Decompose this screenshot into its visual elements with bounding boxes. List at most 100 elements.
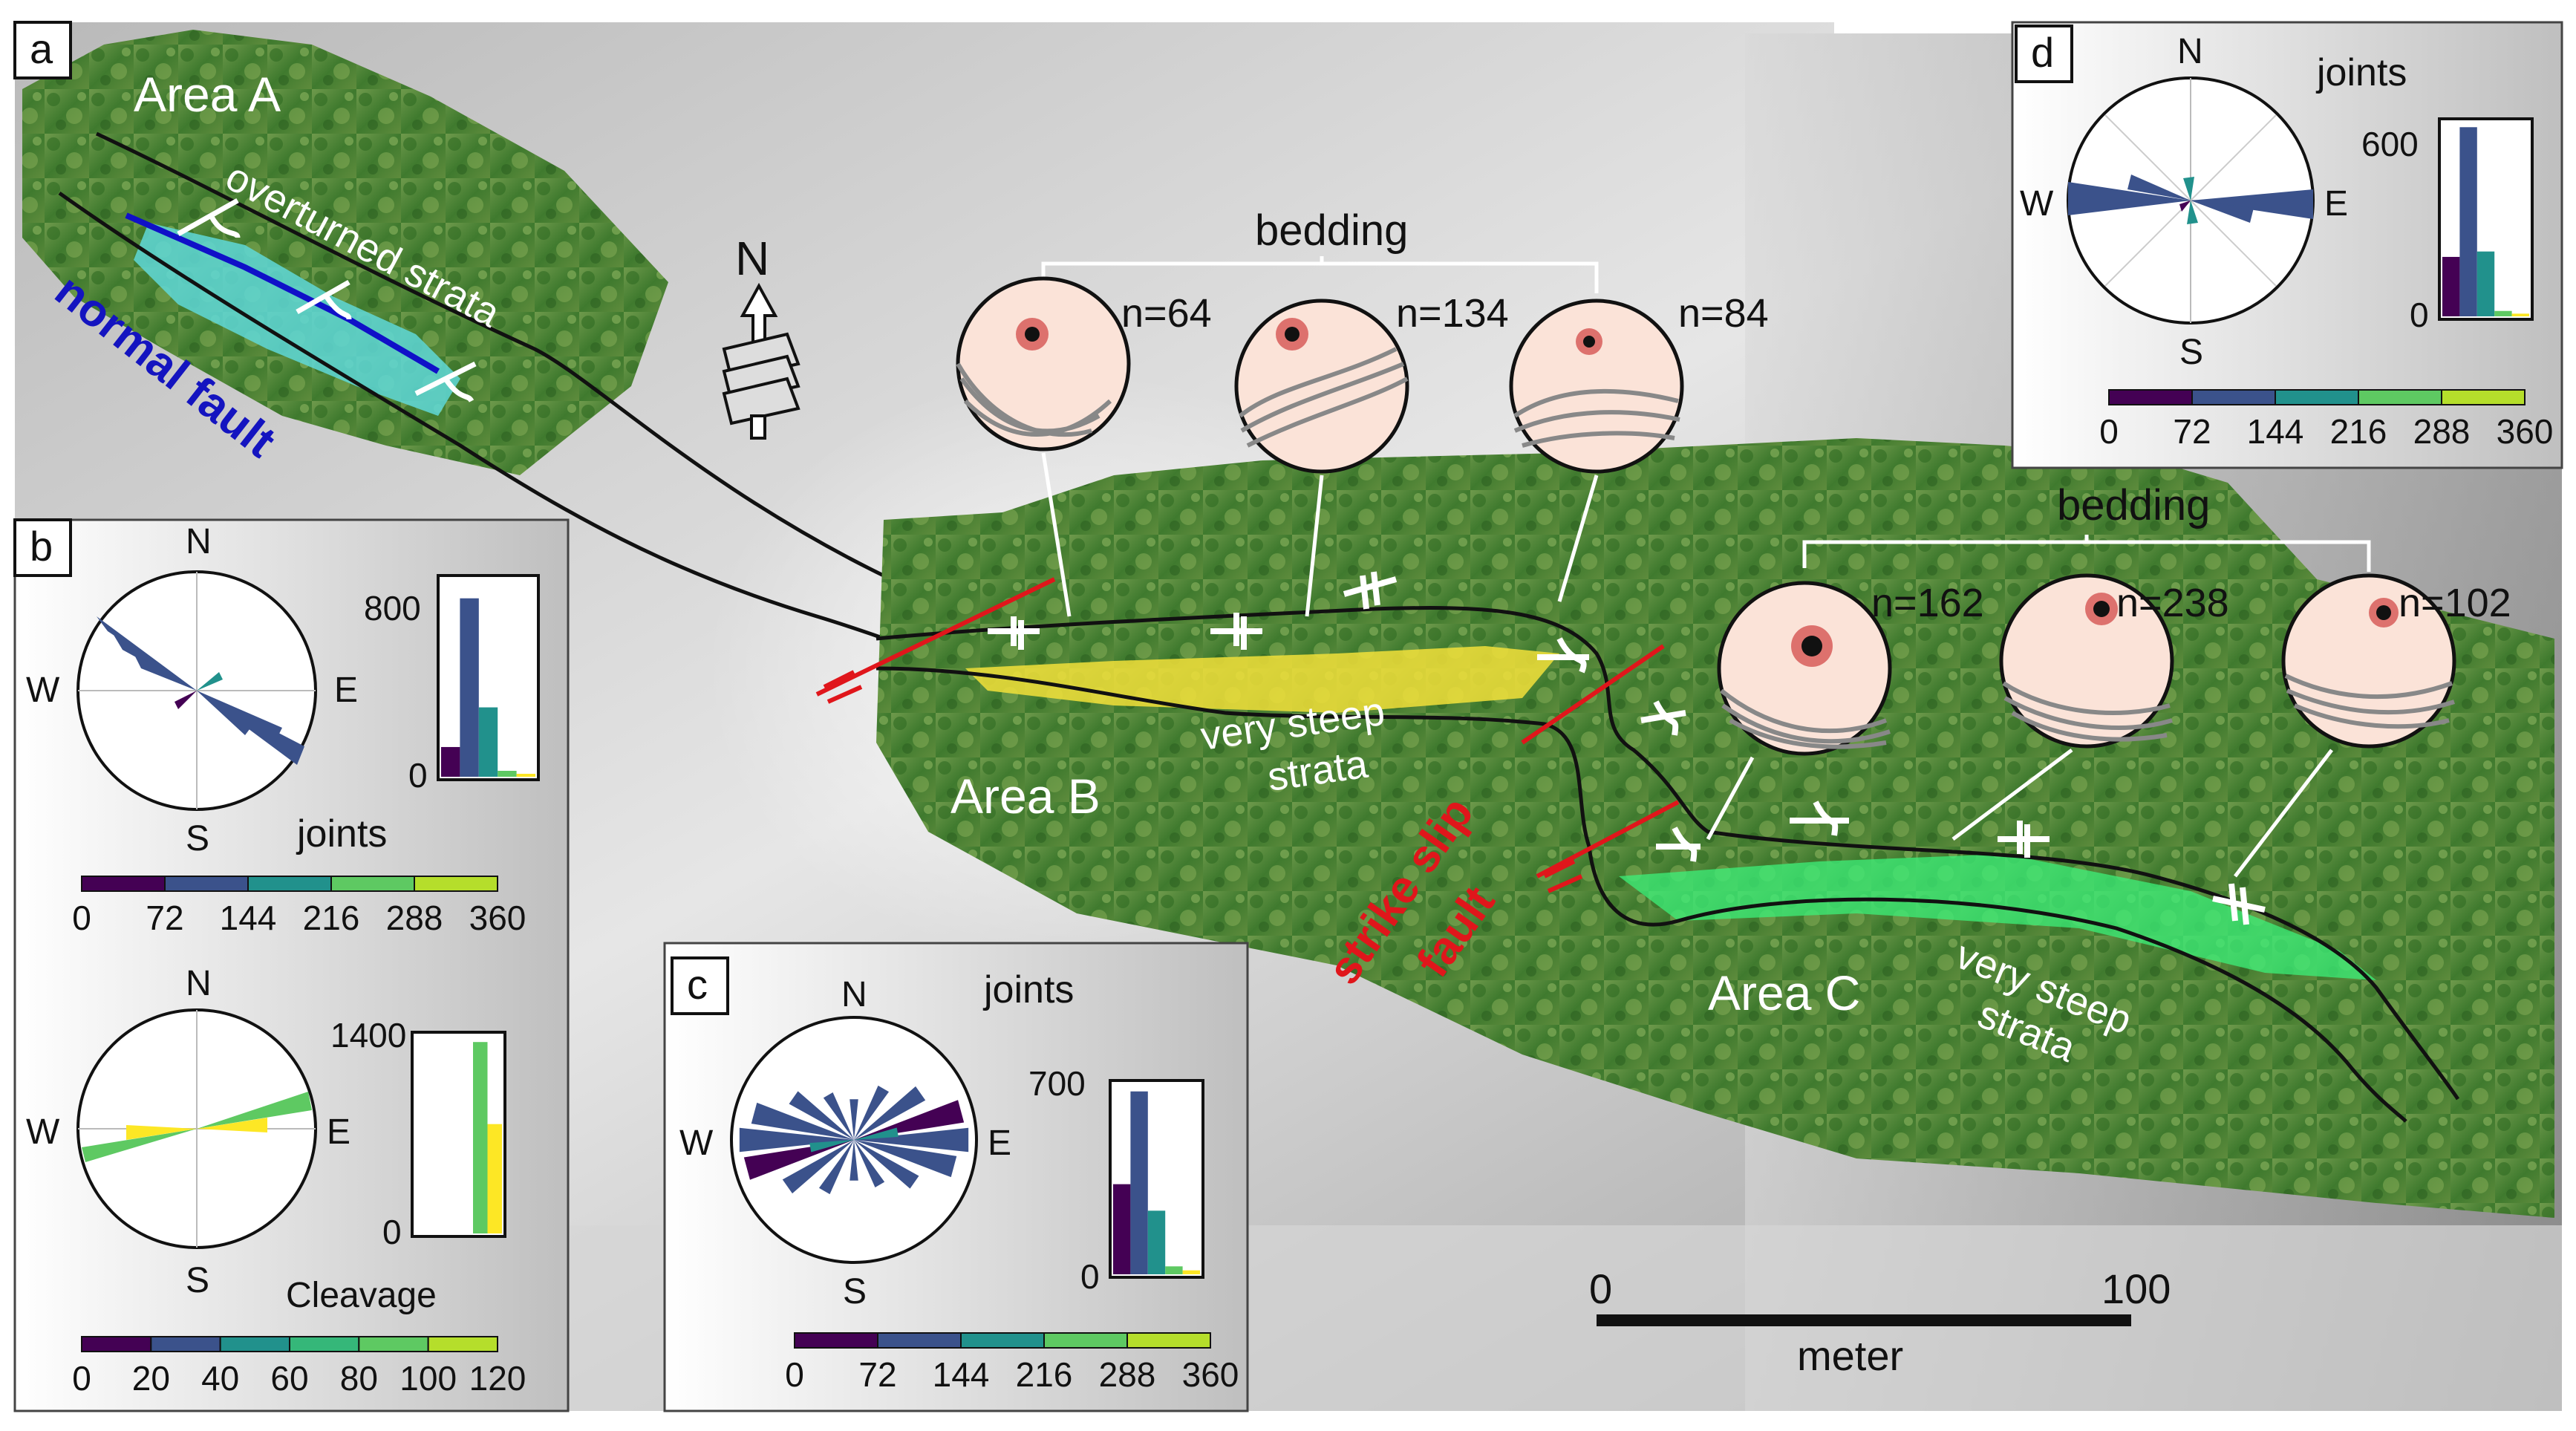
hist-tick-top: 700: [1028, 1064, 1086, 1103]
rose-petal: [809, 1140, 854, 1153]
histogram-bar: [441, 746, 460, 777]
scale-start: 0: [1589, 1265, 1612, 1312]
rose-diagram: N S W E: [679, 975, 1011, 1311]
compass-n: N: [186, 964, 212, 1003]
colorbar-tick: 20: [132, 1359, 170, 1398]
colorbar-tick: 144: [220, 899, 277, 937]
histogram: 1400 0: [330, 1016, 506, 1251]
colorbar-segment: [150, 1336, 221, 1352]
compass-e: E: [988, 1124, 1011, 1163]
stereonet: n=238: [1999, 573, 2229, 749]
colorbar-tick: 120: [469, 1359, 526, 1398]
colorbar-tick: 0: [72, 1359, 91, 1398]
bedding-group-1: bedding n=64 n=134 n=84: [956, 206, 1769, 617]
joints-title: joints: [296, 812, 387, 855]
north-arrow: N: [722, 232, 800, 440]
colorbar-segment: [358, 1336, 429, 1352]
colorbar-segment: [247, 876, 332, 892]
compass-s: S: [186, 819, 209, 858]
scale-unit: meter: [1797, 1332, 1903, 1379]
dip-symbol-group: [988, 571, 2266, 925]
histogram: 800 0: [364, 574, 540, 795]
histogram-bar: [460, 598, 479, 777]
stereonet: n=102: [2281, 573, 2511, 749]
histogram-bar: [1130, 1091, 1148, 1274]
panel-c-letter: c: [687, 961, 708, 1008]
hist-tick-zero: 0: [1080, 1257, 1100, 1296]
rose-diagram: N S W E: [2020, 32, 2348, 372]
rose-petal: [739, 1127, 854, 1153]
strike-slip-fault-lines: [815, 577, 1680, 893]
colorbar-segment: [81, 876, 166, 892]
stereonet: n=84: [1509, 291, 1769, 474]
compass-s: S: [2179, 333, 2203, 372]
panel-b-letter: b: [30, 523, 53, 570]
contact-line: [58, 191, 959, 657]
colorbar-tick: 216: [1016, 1355, 1073, 1394]
rose-petal: [823, 1092, 854, 1140]
colorbar-segment: [219, 1336, 290, 1352]
hist-tick-top: 1400: [330, 1016, 406, 1054]
colorbar-segment: [877, 1332, 962, 1349]
bedding-label: bedding: [1255, 206, 1408, 255]
colorbar-segment: [2108, 389, 2193, 405]
dip-symbol-group: [177, 198, 477, 403]
rose-petal: [818, 1140, 854, 1195]
rose-petal: [854, 1140, 885, 1187]
colorbar-tick: 216: [2330, 412, 2387, 451]
rose-petal: [854, 1086, 926, 1140]
rose-petal: [854, 1127, 969, 1153]
stereonet-count: n=64: [1121, 291, 1212, 336]
stereonet-count: n=102: [2399, 581, 2511, 625]
colorbar-tick: 360: [469, 899, 526, 937]
colorbar-tick: 100: [400, 1359, 457, 1398]
rose-petal: [854, 1100, 965, 1140]
stereonet-count: n=238: [2116, 581, 2229, 625]
colorbar-tick: 0: [72, 899, 91, 937]
colorbar-segment: [1043, 1332, 1128, 1349]
colorbar-tick: 360: [2497, 412, 2554, 451]
area-c-label: Area C: [1708, 965, 1860, 1020]
colorbar-segment: [289, 1336, 360, 1352]
cleavage-title: Cleavage: [286, 1276, 437, 1315]
area-a-outcrop: [134, 223, 460, 416]
rose-petal: [782, 1140, 854, 1194]
compass-w: W: [679, 1124, 714, 1163]
stereonet: n=134: [1234, 291, 1509, 474]
colorbar-segment: [1126, 1332, 1211, 1349]
compass-e: E: [2324, 184, 2348, 224]
compass-w: W: [2020, 184, 2054, 224]
rose-petal: [854, 1140, 957, 1178]
histogram-bar: [2476, 251, 2495, 316]
colorbar-segment: [794, 1332, 878, 1349]
rose-petal: [850, 1140, 858, 1181]
colorbar-segment: [164, 876, 249, 892]
colorbar-tick: 0: [785, 1355, 804, 1394]
stereonet-count: n=84: [1678, 291, 1769, 336]
contact-line: [875, 606, 2460, 1101]
histogram-bar: [498, 770, 517, 777]
colorbar-tick: 72: [858, 1355, 896, 1394]
bedding-group-2: bedding n=162 n=238 n=102: [1706, 481, 2511, 878]
compass-e: E: [334, 671, 358, 710]
panel-a-badge: a: [13, 21, 72, 79]
colorbar-tick: 288: [1099, 1355, 1156, 1394]
area-b-label: Area B: [950, 769, 1100, 824]
colorbar-tick: 72: [146, 899, 183, 937]
colorbar-segment: [960, 1332, 1045, 1349]
colorbar-segment: [2358, 389, 2442, 405]
colorbar-tick: 288: [386, 899, 443, 937]
colorbar-segment: [81, 1336, 152, 1352]
colorbar-segment: [2441, 389, 2526, 405]
histogram-bar: [487, 1124, 502, 1233]
histogram-bar: [2459, 127, 2477, 316]
rose-petal: [789, 1091, 854, 1140]
area-a-label: Area A: [134, 67, 281, 122]
joints-title: joints: [2315, 51, 2407, 94]
